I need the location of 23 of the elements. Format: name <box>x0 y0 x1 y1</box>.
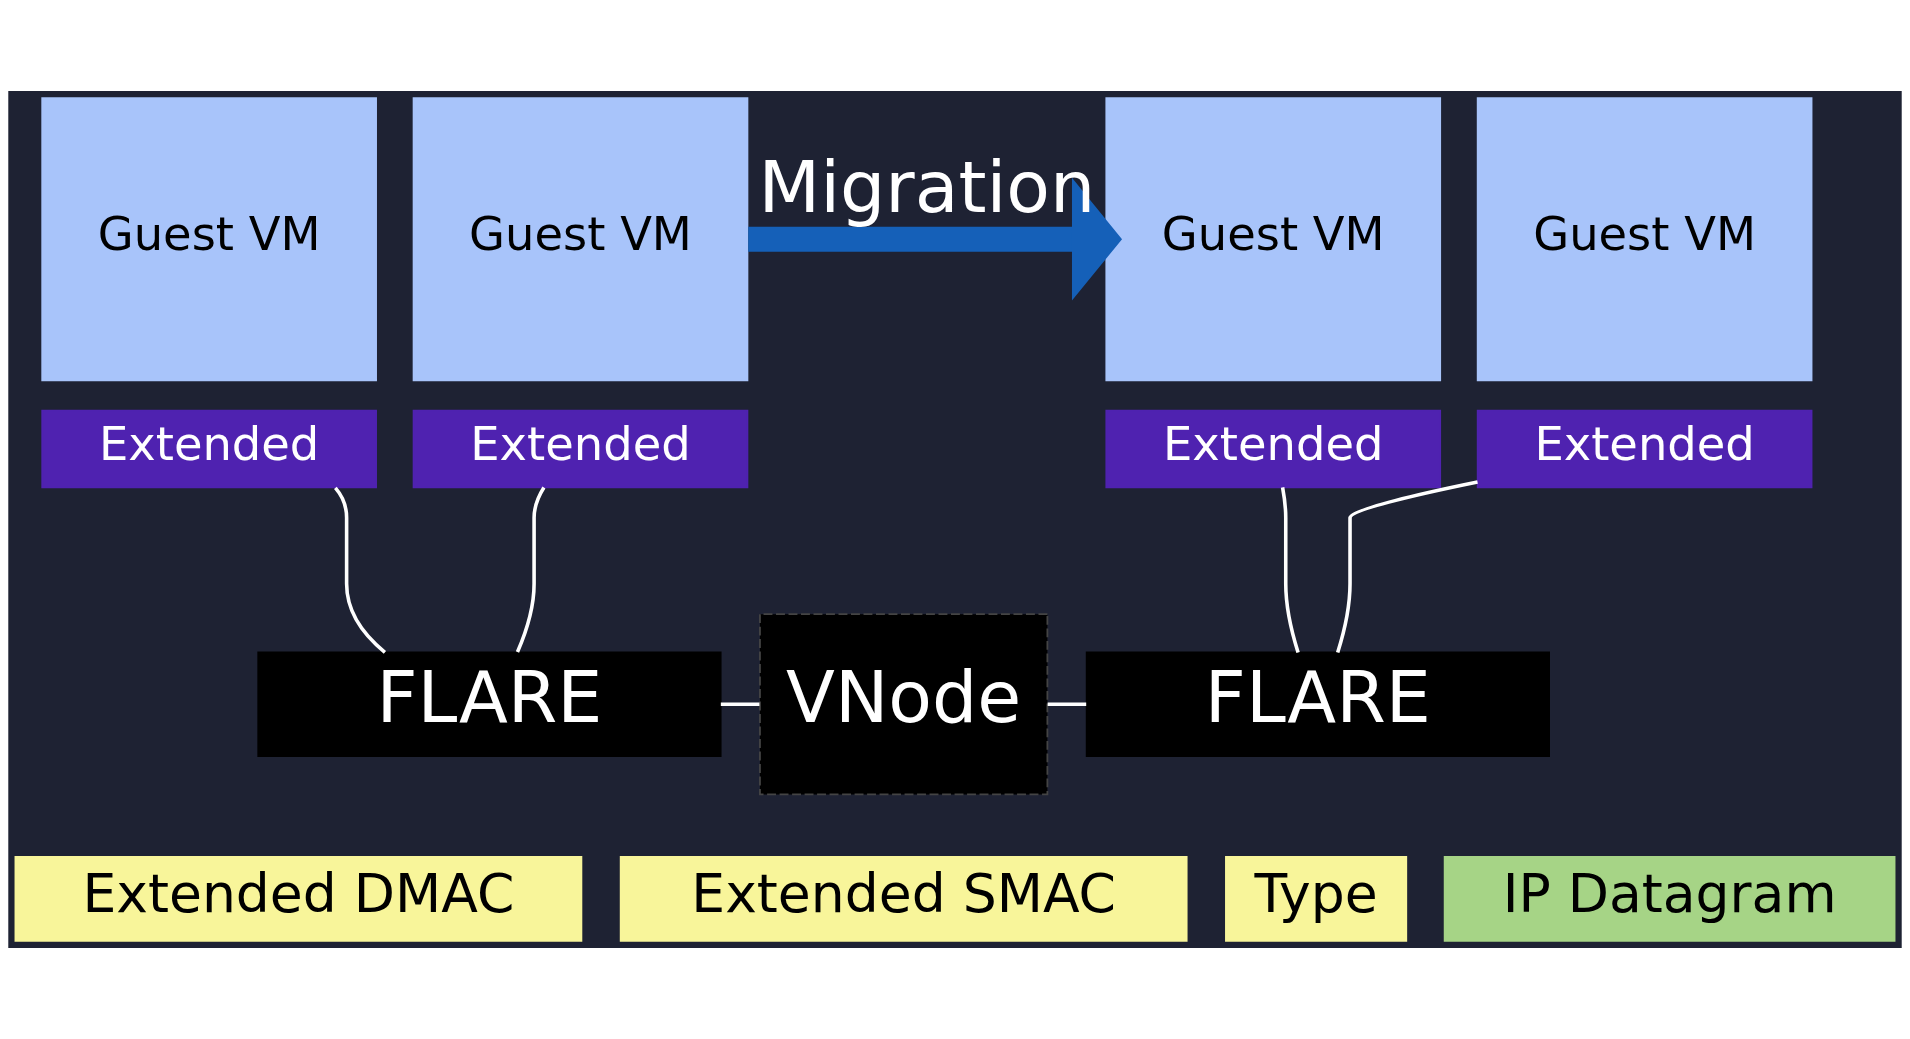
connector <box>1047 702 1087 707</box>
node-box: Extended DMAC <box>14 856 583 942</box>
connector <box>1280 487 1300 653</box>
node-box: Extended <box>41 409 377 489</box>
node-box: Extended SMAC <box>619 856 1188 942</box>
node-box: VNode <box>759 613 1049 796</box>
node-box: Guest VM <box>41 97 377 382</box>
node-box: FLARE <box>257 651 722 757</box>
node-box: Extended <box>1105 409 1442 489</box>
node-box: FLARE <box>1085 651 1550 757</box>
connector <box>720 702 760 707</box>
connector <box>515 486 546 653</box>
connector <box>334 486 387 654</box>
connector <box>1336 480 1478 653</box>
node-box: Extended <box>412 409 749 489</box>
node-box: IP Datagram <box>1443 856 1896 942</box>
node-box: Guest VM <box>1105 97 1442 382</box>
node-box: Guest VM <box>412 97 749 382</box>
arrow <box>748 177 1123 301</box>
node-box: Type <box>1225 856 1408 942</box>
node-box: Extended <box>1476 409 1813 489</box>
node-box: Guest VM <box>1476 97 1813 382</box>
edge-label: Migration <box>758 146 1096 230</box>
